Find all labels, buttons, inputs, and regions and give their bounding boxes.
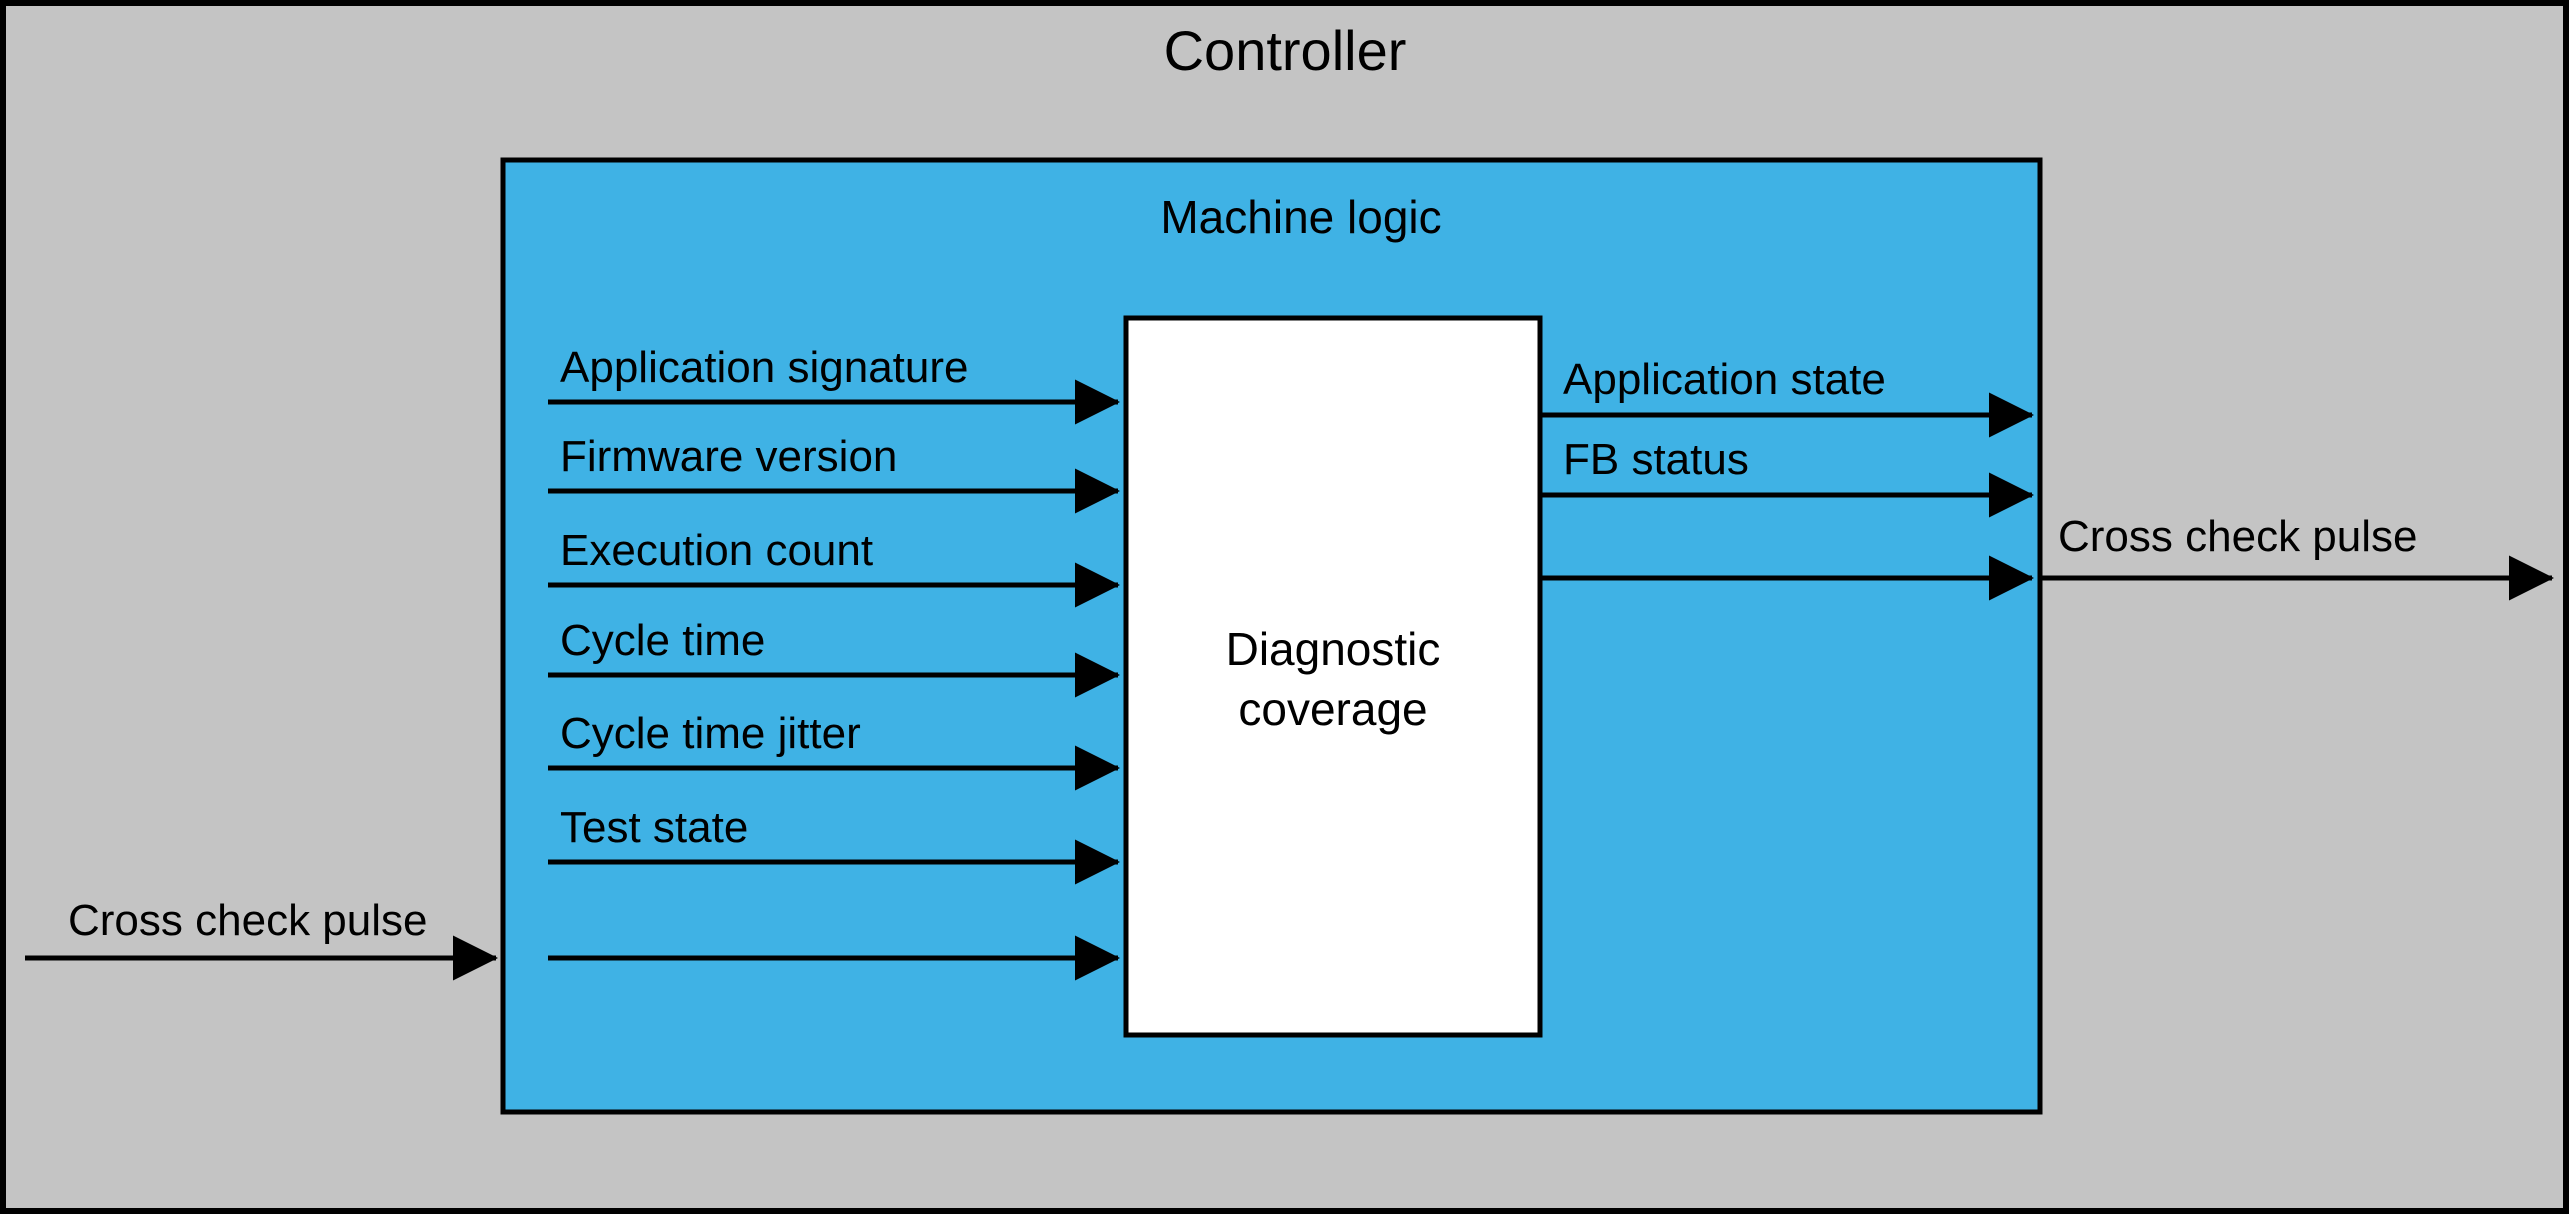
input-label-cycle-time: Cycle time [560, 616, 765, 665]
external-input-label-cross-check-pulse: Cross check pulse [68, 896, 427, 945]
input-signal-test-state: Test state [548, 803, 1120, 885]
input-label-cycle-time-jitter: Cycle time jitter [560, 709, 861, 758]
output-signal-application-state: Application state [1540, 355, 2034, 438]
input-signal-execution-count: Execution count [548, 526, 1120, 608]
output-label-application-state: Application state [1563, 355, 1886, 404]
input-signal-cycle-time-jitter: Cycle time jitter [548, 709, 1120, 791]
page-title: Controller [1164, 19, 1407, 82]
input-label-execution-count: Execution count [560, 526, 873, 575]
diagnostic-coverage-title-line2: coverage [1238, 683, 1427, 735]
output-label-fb-status: FB status [1563, 435, 1749, 484]
input-label-firmware-version: Firmware version [560, 432, 897, 481]
external-input-cross-check-pulse: Cross check pulse [25, 896, 498, 981]
input-label-test-state: Test state [560, 803, 748, 852]
input-label-application-signature: Application signature [560, 343, 968, 392]
machine-logic-title: Machine logic [1160, 191, 1441, 243]
input-signal-firmware-version: Firmware version [548, 432, 1120, 514]
external-output-cross-check-pulse: Cross check pulse [2040, 512, 2554, 601]
diagnostic-coverage-title-line1: Diagnostic [1226, 623, 1441, 675]
diagnostic-coverage-block [1123, 315, 1543, 1038]
output-signal-fb-status: FB status [1540, 435, 2034, 518]
input-signal-application-signature: Application signature [548, 343, 1120, 425]
external-output-label-cross-check-pulse: Cross check pulse [2058, 512, 2417, 561]
input-signal-cycle-time: Cycle time [548, 616, 1120, 698]
